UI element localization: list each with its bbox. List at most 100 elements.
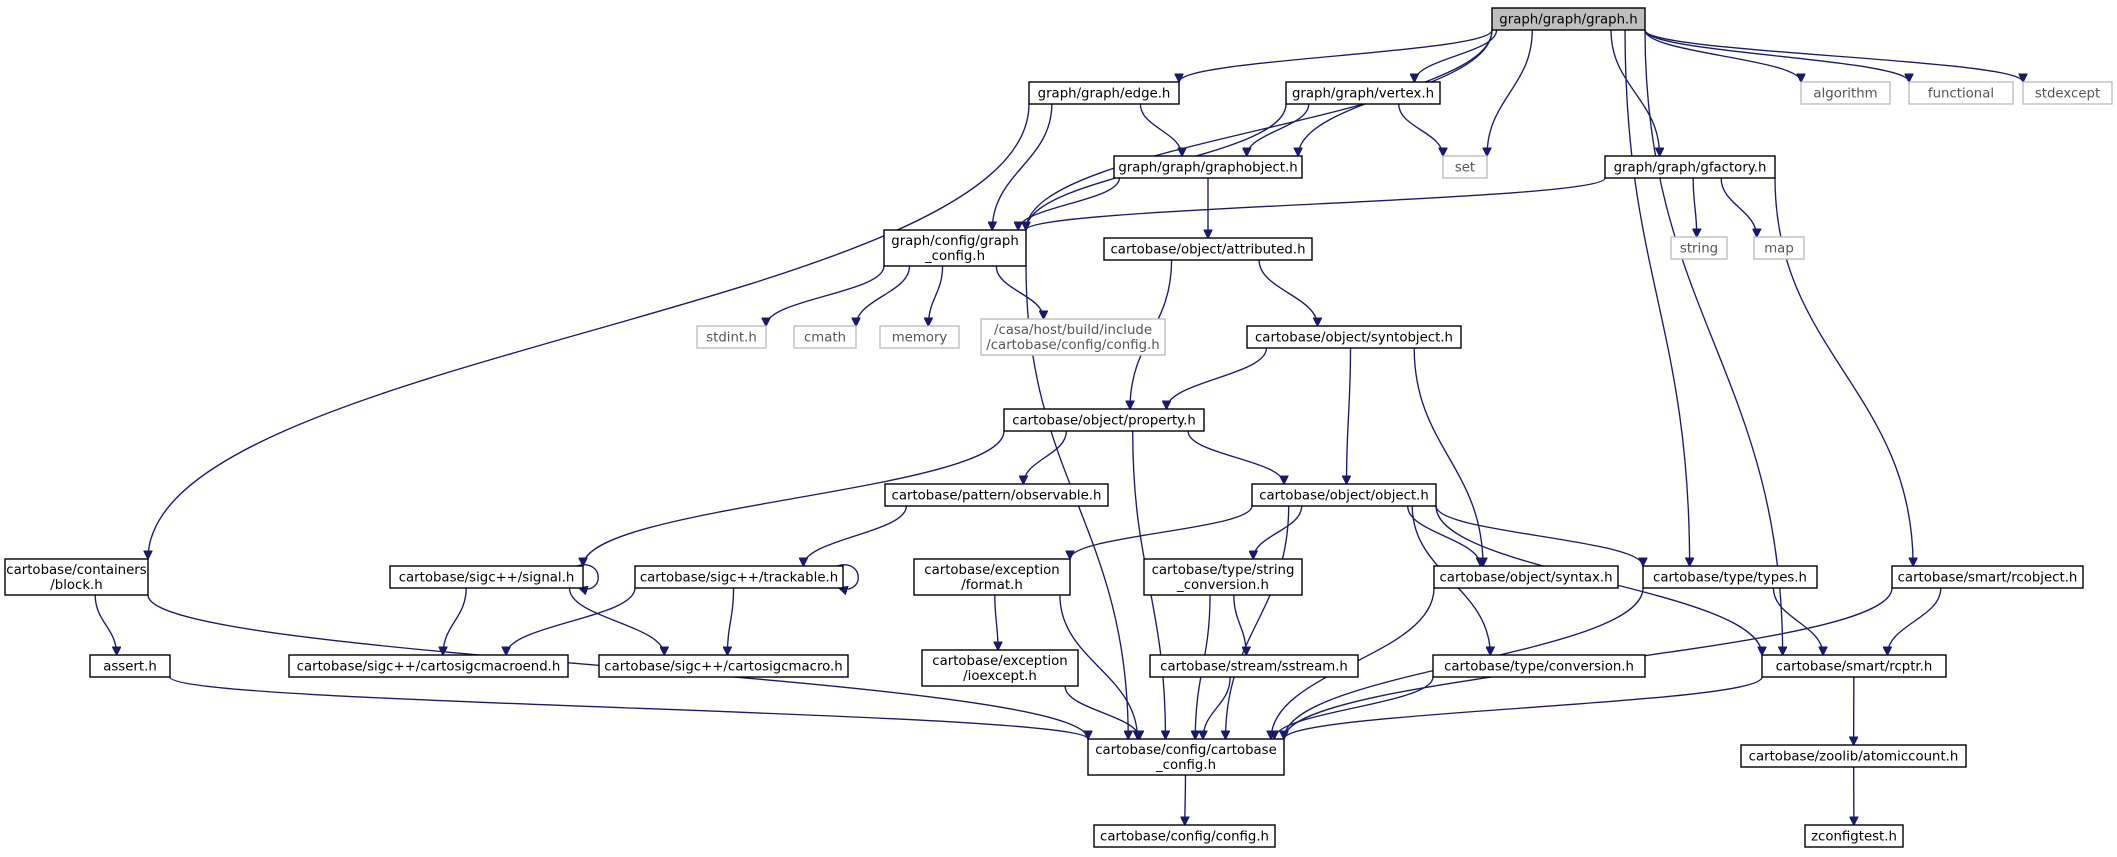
dependency-edge-edge-to-block [148, 103, 1030, 559]
node-attributed[interactable]: cartobase/object/attributed.h [1103, 237, 1313, 261]
node-trackable[interactable]: cartobase/sigc++/trackable.h [634, 565, 844, 589]
node-types[interactable]: cartobase/type/types.h [1642, 565, 1818, 589]
node-box [1761, 654, 1947, 678]
node-box [1642, 565, 1818, 589]
node-box [696, 325, 767, 349]
dependency-edge-observable-to-trackable [803, 505, 908, 566]
node-box [4, 558, 149, 596]
dependency-edge-gfactory-to-map [1720, 177, 1757, 237]
dependency-edge-gfactory-to-gconfig [1026, 177, 1606, 231]
dependency-edge-gfactory-to-rcobject [1774, 177, 1913, 566]
node-box [1891, 565, 2084, 589]
dependency-edge-graph-to-gfactory [1610, 29, 1660, 156]
node-label: cartobase/config/config.h [1100, 830, 1269, 845]
node-label: cartobase/type/conversion.h [1444, 660, 1634, 675]
node-vertex[interactable]: graph/graph/vertex.h [1285, 81, 1441, 105]
node-label: graph/graph/vertex.h [1292, 87, 1434, 102]
node-label: stdint.h [706, 331, 757, 346]
node-string: string [1670, 236, 1728, 260]
node-format[interactable]: cartobase/exception/format.h [913, 558, 1071, 596]
dependency-edge-signal-to-macroend [443, 587, 467, 655]
node-macro[interactable]: cartobase/sigc++/cartosigcmacro.h [598, 654, 849, 678]
dependency-edge-graph-to-vertex [1414, 29, 1498, 82]
dependency-edge-strconv-to-sstream [1233, 594, 1246, 655]
node-config[interactable]: cartobase/config/config.h [1093, 824, 1276, 848]
node-label: cartobase/object/syntax.h [1439, 571, 1612, 586]
node-label: /cartobase/config/config.h [986, 338, 1159, 353]
node-cmath: cmath [793, 325, 857, 349]
dependency-edge-graph-to-algorithm [1644, 29, 1801, 82]
dependency-edge-cbconfig-to-config [1185, 774, 1186, 825]
node-box [913, 558, 1071, 596]
node-observable[interactable]: cartobase/pattern/observable.h [884, 483, 1109, 507]
node-edge[interactable]: graph/graph/edge.h [1028, 81, 1180, 105]
dependency-edge-graph-to-edge [1179, 29, 1493, 82]
node-map: map [1753, 236, 1805, 260]
node-label: cartobase/sigc++/trackable.h [640, 571, 838, 586]
node-label: string [1680, 242, 1718, 257]
node-label: cartobase/object/syntobject.h [1255, 331, 1453, 346]
node-strconv[interactable]: cartobase/type/string_conversion.h [1143, 558, 1303, 596]
node-label: cartobase/sigc++/signal.h [399, 571, 575, 586]
node-property[interactable]: cartobase/object/property.h [1003, 408, 1205, 432]
node-box [1093, 824, 1276, 848]
dependency-edge-edge-to-graphobject [1139, 103, 1182, 156]
node-rcobject[interactable]: cartobase/smart/rcobject.h [1891, 565, 2084, 589]
dependency-edge-gconfig-to-stdint [766, 265, 885, 326]
node-label: memory [892, 331, 948, 346]
node-label: _config.h [1155, 758, 1216, 773]
node-zconfig[interactable]: zconfigtest.h [1804, 824, 1904, 848]
node-macroend[interactable]: cartobase/sigc++/cartosigcmacroend.h [288, 654, 569, 678]
node-box [1908, 81, 2014, 105]
node-algorithm: algorithm [1800, 81, 1891, 105]
node-atomic[interactable]: cartobase/zoolib/atomiccount.h [1740, 744, 1967, 768]
dependency-edge-object-to-cbconfig [1226, 505, 1290, 739]
node-gconfig[interactable]: graph/config/graph_config.h [883, 229, 1027, 267]
node-box [883, 229, 1027, 267]
node-functional: functional [1908, 81, 2014, 105]
node-block[interactable]: cartobase/containers/block.h [4, 558, 149, 596]
dependency-edge-syntobject-to-object [1347, 347, 1352, 484]
node-label: cartobase/type/string [1152, 563, 1295, 578]
node-box [980, 318, 1166, 356]
dependency-edge-graph-to-functional [1644, 29, 1909, 82]
node-box [1442, 155, 1488, 179]
node-syntobject[interactable]: cartobase/object/syntobject.h [1246, 325, 1462, 349]
node-conversion[interactable]: cartobase/type/conversion.h [1432, 654, 1646, 678]
node-label: cartobase/containers [6, 563, 146, 578]
node-sstream[interactable]: cartobase/stream/sstream.h [1149, 654, 1359, 678]
dependency-edge-vertex-to-graphobject [1247, 103, 1310, 156]
node-graph[interactable]: graph/graph/graph.h [1491, 7, 1646, 31]
node-box [1740, 744, 1967, 768]
node-assert[interactable]: assert.h [89, 654, 171, 678]
dependency-edge-graph-to-rcptr [1644, 29, 1783, 655]
dependency-edge-object-to-types [1435, 505, 1643, 566]
dependency-edge-trackable-to-macro [727, 587, 735, 655]
node-graphobject[interactable]: graph/graph/graphobject.h [1113, 155, 1303, 179]
node-label: graph/config/graph [891, 234, 1019, 249]
node-box [1149, 654, 1359, 678]
node-object[interactable]: cartobase/object/object.h [1251, 483, 1437, 507]
node-label: cartobase/smart/rcobject.h [1898, 571, 2078, 586]
node-gfactory[interactable]: graph/graph/gfactory.h [1604, 155, 1776, 179]
node-box [1604, 155, 1776, 179]
node-box [1113, 155, 1303, 179]
node-box [1285, 81, 1441, 105]
dependency-edge-rcptr-to-cbconfig [1284, 676, 1763, 739]
dependency-edge-sstream-to-cbconfig [1203, 676, 1231, 739]
node-cbconfig[interactable]: cartobase/config/cartobase_config.h [1087, 738, 1285, 776]
node-box [1087, 738, 1285, 776]
node-rcptr[interactable]: cartobase/smart/rcptr.h [1761, 654, 1947, 678]
dependency-edge-gconfig-to-hostconfig [995, 265, 1043, 319]
node-box [1491, 7, 1646, 31]
node-box [921, 649, 1079, 687]
dependency-edge-object-to-format [1070, 505, 1253, 559]
node-label: _conversion.h [1176, 578, 1269, 593]
dependency-edge-object-to-syntax [1407, 505, 1481, 566]
node-signal[interactable]: cartobase/sigc++/signal.h [389, 565, 584, 589]
node-box [884, 483, 1109, 507]
node-label: graph/graph/edge.h [1038, 87, 1171, 102]
node-ioexcept[interactable]: cartobase/exception/ioexcept.h [921, 649, 1079, 687]
node-syntax[interactable]: cartobase/object/syntax.h [1433, 565, 1619, 589]
